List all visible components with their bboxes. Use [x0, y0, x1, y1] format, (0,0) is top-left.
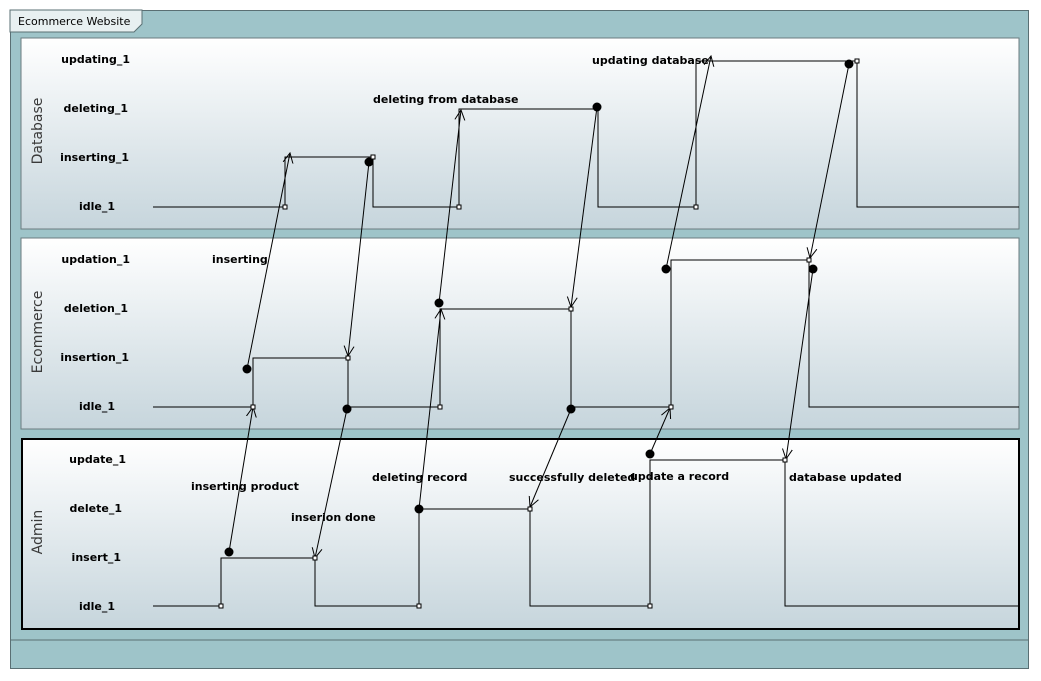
- marker: [370, 154, 376, 160]
- arrow-deleting-from-database: [438, 110, 461, 304]
- message-label-database-updated: database updated: [789, 471, 902, 484]
- lane-name-ecommerce: Ecommerce: [30, 290, 46, 374]
- marker: [250, 404, 256, 410]
- marker: [527, 506, 533, 512]
- marker: [345, 355, 351, 361]
- marker: [693, 204, 699, 210]
- arrow-db-delete-ack: [571, 106, 598, 307]
- dot: [645, 449, 655, 459]
- dot: [844, 59, 854, 69]
- arrow-insertion-done: [315, 408, 348, 558]
- state-label: update_1: [69, 453, 126, 466]
- arrow-database-updated: [786, 268, 814, 459]
- frame-title-tab: [9, 9, 143, 33]
- marker: [647, 603, 653, 609]
- dot: [224, 547, 234, 557]
- dot: [414, 504, 424, 514]
- arrow-update-a-record: [649, 408, 670, 455]
- dot: [808, 264, 818, 274]
- state-label: insertion_1: [60, 351, 129, 364]
- dot: [342, 404, 352, 414]
- state-label: idle_1: [78, 200, 115, 213]
- message-label-inserting-product: inserting product: [191, 480, 299, 493]
- marker: [312, 555, 318, 561]
- marker: [568, 306, 574, 312]
- dot: [242, 364, 252, 374]
- state-label: idle_1: [78, 400, 115, 413]
- message-label-update-a-record: update a record: [630, 470, 730, 483]
- lane-name-admin: Admin: [30, 509, 46, 555]
- frame-title: Ecommerce Website: [18, 15, 131, 28]
- arrow-db-insert-ack: [348, 161, 370, 356]
- message-label-updating-database: updating database: [592, 54, 709, 67]
- marker: [282, 204, 288, 210]
- state-label: delete_1: [69, 502, 122, 515]
- message-label-insertion-done: inserion done: [291, 511, 376, 524]
- arrow-db-update-ack: [810, 63, 850, 258]
- lane-database: [20, 37, 1020, 230]
- state-label: deletion_1: [63, 302, 128, 315]
- arrow-updating-database: [665, 56, 711, 270]
- lane-ecommerce: [20, 237, 1020, 430]
- dot: [592, 102, 602, 112]
- arrow-inserting-product: [228, 407, 253, 553]
- message-label-deleting-from-database: deleting from database: [373, 93, 519, 106]
- dot: [661, 264, 671, 274]
- transition-markers: [218, 58, 860, 609]
- marker: [437, 404, 443, 410]
- state-label: inserting_1: [60, 151, 129, 164]
- dot: [566, 404, 576, 414]
- dot: [434, 298, 444, 308]
- state-label: updation_1: [61, 253, 130, 266]
- marker: [782, 457, 788, 463]
- message-arrows: [228, 56, 850, 558]
- state-label: idle_1: [78, 600, 115, 613]
- database-timeline: [153, 60, 1019, 208]
- dot: [364, 157, 374, 167]
- marker: [854, 58, 860, 64]
- state-label: deleting_1: [63, 102, 128, 115]
- lane-name-database: Database: [30, 97, 46, 165]
- message-label-inserting: inserting: [212, 253, 268, 266]
- message-label-deleting-record: deleting record: [372, 471, 468, 484]
- message-start-dots: [224, 59, 854, 557]
- message-label-successfully-deleted: successfully deleted: [509, 471, 636, 484]
- arrow-deleting-record: [418, 309, 441, 510]
- lane-admin: [21, 438, 1020, 630]
- state-label: insert_1: [71, 551, 121, 564]
- arrow-inserting: [246, 153, 290, 370]
- state-label: updating_1: [61, 53, 130, 66]
- marker: [416, 603, 422, 609]
- marker: [218, 603, 224, 609]
- marker: [456, 204, 462, 210]
- marker: [668, 404, 674, 410]
- arrow-successfully-deleted: [530, 408, 572, 507]
- ecommerce-timeline: [153, 259, 1019, 408]
- admin-timeline: [153, 459, 1019, 607]
- marker: [806, 257, 812, 263]
